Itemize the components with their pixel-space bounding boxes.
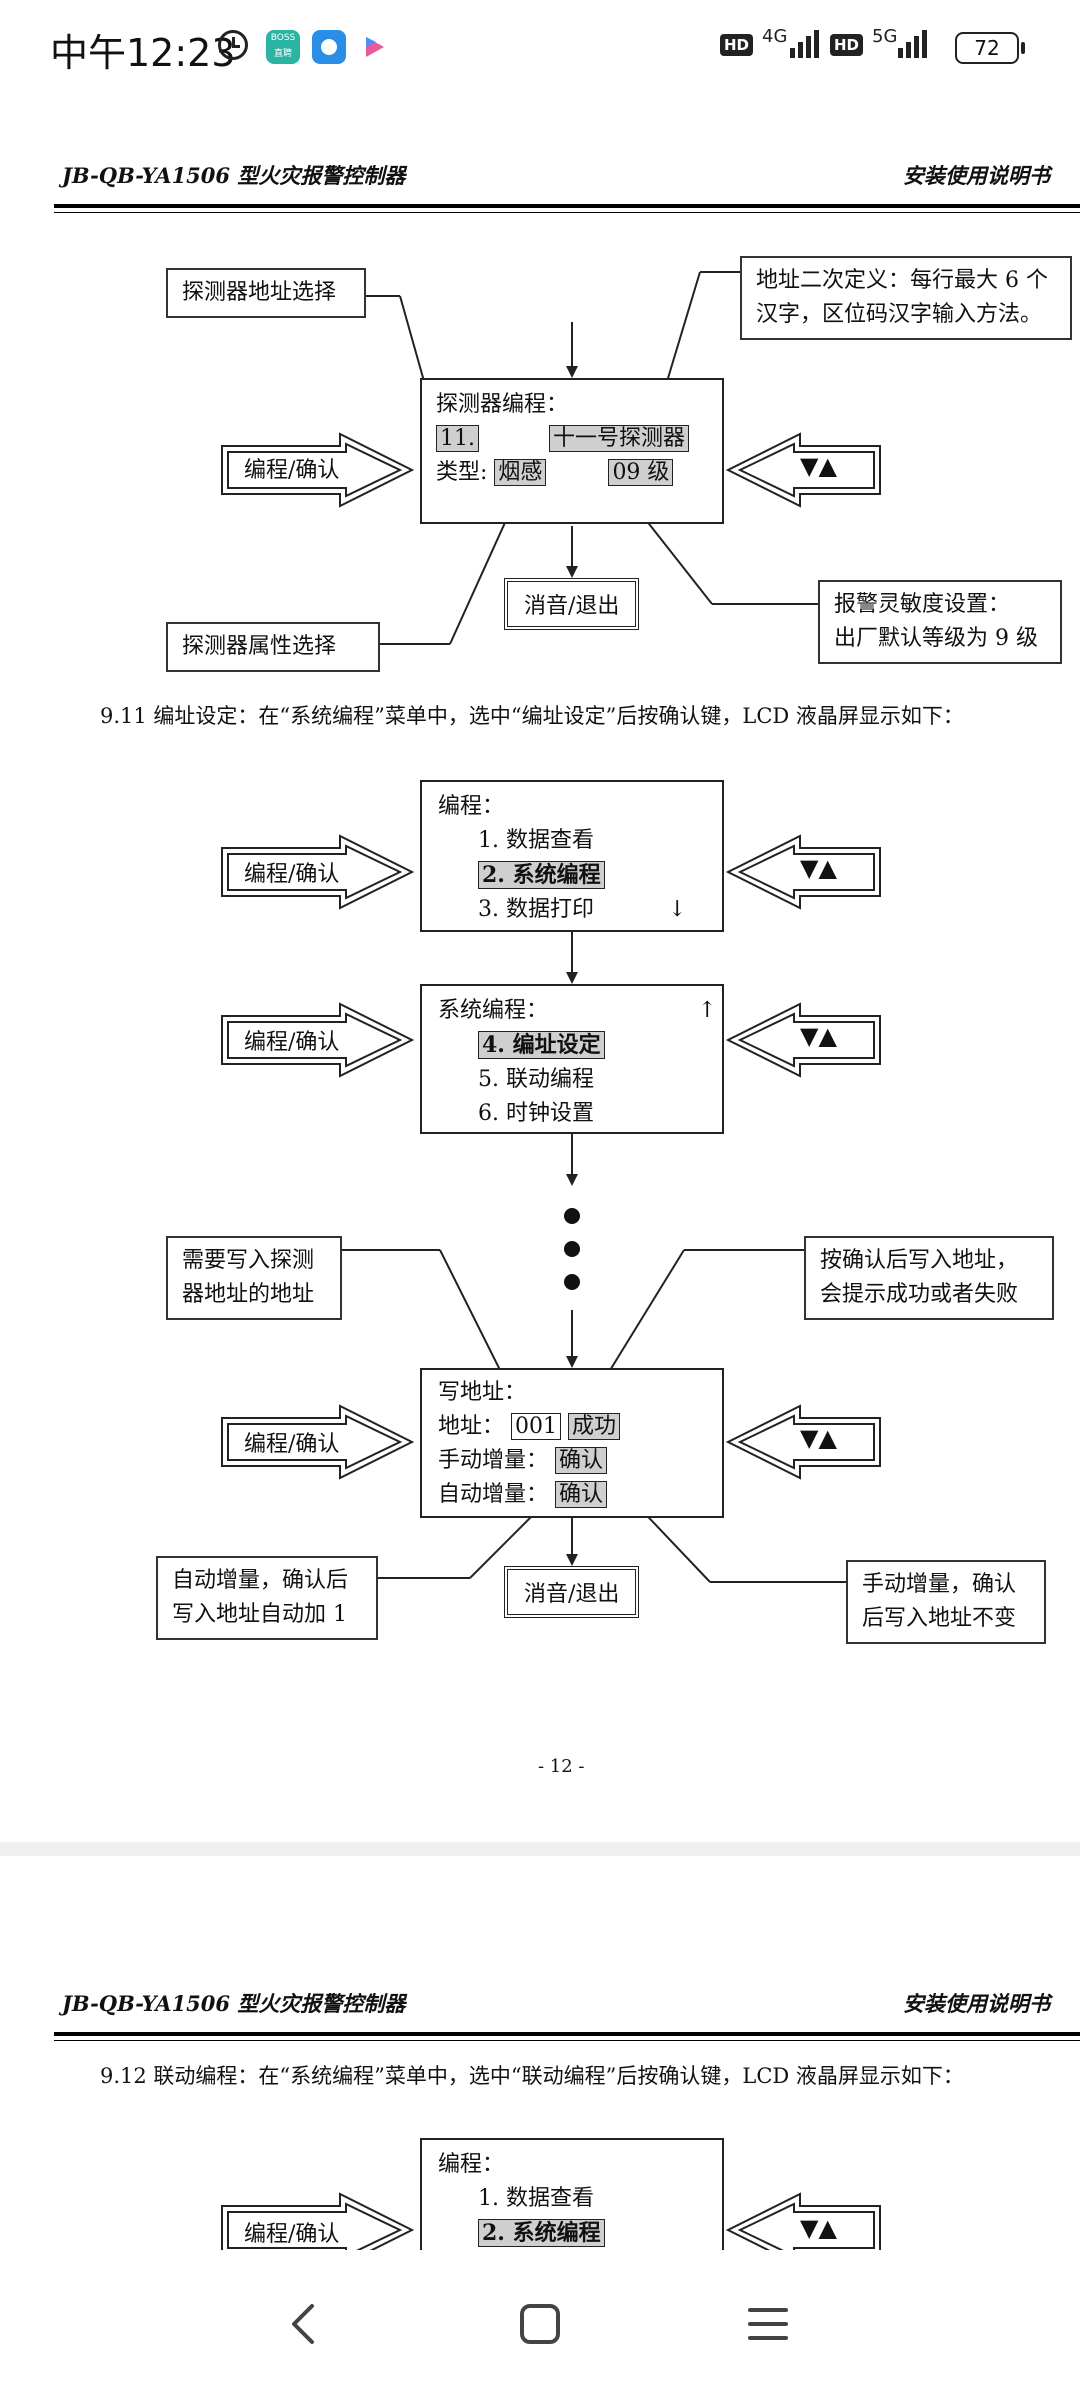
menu-item-system-program: 2. 系统编程 [478,861,605,889]
menu-item-data-view: 1. 数据查看 [478,828,594,853]
program-confirm-button: 编程/确认 [244,1432,340,1457]
arrow-keys-button: ▼▲ [800,452,837,480]
mute-exit-button: 消音/退出 [504,578,640,630]
callout-sensitivity: 报警灵敏度设置： 出厂默认等级为 9 级 [818,580,1062,664]
menu-icon[interactable] [738,2294,798,2354]
menu-title: 编程： [438,794,505,819]
arrow-keys-button: ▼▲ [800,2214,837,2242]
lcd-name-field: 十一号探测器 [549,425,690,452]
menu-title: 编程： [438,2152,505,2177]
scroll-down-icon: ↓ [668,897,687,922]
callout-manual-increment: 手动增量，确认 后写入地址不变 [846,1560,1046,1644]
battery-indicator: 72 [955,32,1025,64]
lcd-detector-programming: 探测器编程： 11. 十一号探测器 类型: 烟感 09 级 [420,378,724,524]
doc-header-left: JB-QB-YA1506 型火灾报警控制器 [62,163,406,188]
write-title: 写地址： [438,1380,527,1405]
status-time: 中午12:23 [50,31,236,75]
header-rule-thin [54,212,1080,213]
program-confirm-button: 编程/确认 [244,2222,340,2247]
hd-badge-2: HD [830,34,864,56]
auto-increment-label: 自动增量： [438,1482,549,1507]
signal-icon-2 [898,30,927,58]
lcd-title: 探测器编程： [436,392,569,417]
manual-confirm-button: 确认 [555,1447,608,1474]
menu-item-address-setting: 4. 编址设定 [478,1031,605,1059]
header-rule-thin [54,2040,1080,2041]
video-app-icon [356,30,390,64]
home-icon[interactable] [510,2294,570,2354]
blue-app-icon [312,30,346,64]
section-9-12: 9.12 联动编程：在“系统编程”菜单中，选中“联动编程”后按确认键，LCD 液… [100,2064,964,2088]
signal-icon-1 [790,30,819,58]
doc-header-right: 安装使用说明书 [903,163,1050,188]
menu-item-system-program: 2. 系统编程 [478,2219,605,2247]
callout-auto-increment: 自动增量，确认后 写入地址自动加 1 [156,1556,378,1640]
lcd-level-value: 09 级 [608,459,674,486]
arrow-keys-button: ▼▲ [800,1424,837,1452]
arrow-keys-button: ▼▲ [800,854,837,882]
lcd-address-field: 11. [436,425,479,452]
network-type-1: 4G [762,26,788,47]
callout-need-address: 需要写入探测 器地址的地址 [166,1236,342,1320]
header-rule [54,204,1080,208]
callout-detector-attribute: 探测器属性选择 [166,622,380,672]
lcd-write-address: 写地址： 地址： 001 成功 手动增量： 确认 自动增量： 确认 [420,1368,724,1518]
lcd-type-value: 烟感 [494,459,547,486]
callout-secondary-definition: 地址二次定义：每行最大 6 个 汉字，区位码汉字输入方法。 [740,256,1072,340]
menu-item-data-view: 1. 数据查看 [478,2186,594,2211]
callout-confirm-write: 按确认后写入地址， 会提示成功或者失败 [804,1236,1054,1320]
section-9-11: 9.11 编址设定：在“系统编程”菜单中，选中“编址设定”后按确认键，LCD 液… [100,704,964,728]
doc-header-left: JB-QB-YA1506 型火灾报警控制器 [62,1991,406,2016]
address-label: 地址： [438,1414,505,1439]
lcd-type-label: 类型: [436,460,488,485]
manual-increment-label: 手动增量： [438,1448,549,1473]
program-confirm-button: 编程/确认 [244,862,340,887]
back-icon[interactable] [272,2294,332,2354]
network-type-2: 5G [872,26,898,47]
navigation-bar [0,2250,1080,2400]
page-number: - 12 - [538,1756,585,1777]
lcd-program-menu: 编程： 1. 数据查看 2. 系统编程 3. 数据打印 ↓ [420,780,724,932]
program-confirm-button: 编程/确认 [244,1030,340,1055]
menu-item-linkage-program: 5. 联动编程 [478,1067,594,1092]
lcd-program-menu: 编程： 1. 数据查看 2. 系统编程 [420,2138,724,2258]
lcd-system-program-menu: 系统编程： ↑ 4. 编址设定 5. 联动编程 6. 时钟设置 [420,984,724,1134]
alarm-icon [218,30,248,60]
auto-confirm-button: 确认 [555,1481,608,1508]
hd-badge-1: HD [720,34,754,56]
scroll-up-icon: ↑ [698,998,717,1023]
header-rule [54,2032,1080,2036]
address-value: 001 [511,1413,562,1440]
arrow-keys-button: ▼▲ [800,1022,837,1050]
menu-item-data-print: 3. 数据打印 [478,897,594,922]
result-badge: 成功 [568,1413,621,1440]
menu-title: 系统编程： [438,998,549,1023]
page-separator [0,1842,1080,1856]
callout-detector-address: 探测器地址选择 [166,268,366,318]
menu-item-clock-setting: 6. 时钟设置 [478,1101,594,1126]
program-confirm-button: 编程/确认 [244,458,340,483]
doc-header-right: 安装使用说明书 [903,1991,1050,2016]
mute-exit-button: 消音/退出 [504,1566,640,1618]
